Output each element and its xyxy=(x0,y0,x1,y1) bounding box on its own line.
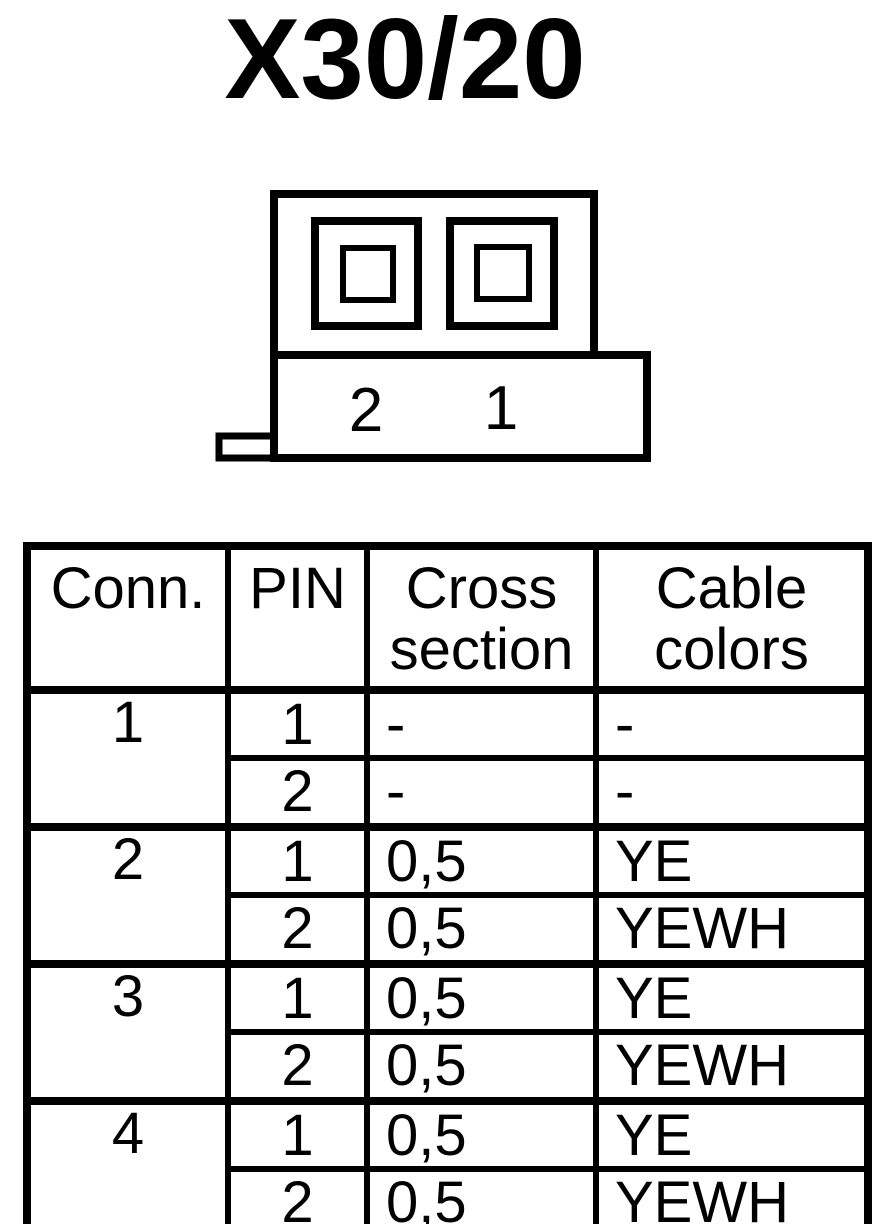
header-cable-colors: Cable colors xyxy=(593,543,871,694)
pin-cell: 1 xyxy=(225,1096,370,1173)
cross-section-cell: 0,5 xyxy=(364,1096,599,1173)
cavity-label-2: 2 xyxy=(349,376,383,445)
conn-cell-1: 1 xyxy=(24,686,231,830)
table-row-conn1-pin1: 1 1 - - xyxy=(24,685,871,830)
pin-cell: 1 xyxy=(225,822,370,899)
page-title: X30/20 xyxy=(224,0,586,123)
header-cross-line1: Cross xyxy=(405,556,558,621)
pin-cell: 2 xyxy=(225,892,370,967)
cavity-label-1: 1 xyxy=(484,374,518,443)
cable-color-cell: YE xyxy=(593,959,871,1036)
cross-section-cell: - xyxy=(364,755,599,830)
cable-color-cell: YE xyxy=(593,822,871,899)
pin-cell: 2 xyxy=(225,1166,370,1224)
table-row-conn2-pin2: 2 0,5 YEWH xyxy=(27,892,871,967)
pin-cell: 2 xyxy=(225,1029,370,1104)
pinout-table: Conn. PIN Cross section Cable colors 1 1… xyxy=(23,542,872,1224)
cross-section-cell: 0,5 xyxy=(364,822,599,899)
cable-color-cell: - xyxy=(593,685,871,762)
cable-color-cell: YEWH xyxy=(593,892,871,967)
header-cable-line2: colors xyxy=(654,617,809,683)
cross-section-cell: 0,5 xyxy=(364,1029,599,1104)
cross-section-cell: 0,5 xyxy=(364,892,599,967)
pin-cell: 2 xyxy=(225,755,370,830)
header-pin: PIN xyxy=(225,543,370,694)
connector-foot xyxy=(215,432,278,462)
table-row-conn2-pin1: 2 1 0,5 YE xyxy=(24,822,871,967)
cross-section-cell: 0,5 xyxy=(364,1166,599,1224)
header-cable-line1: Cable xyxy=(655,556,808,621)
table-row-conn3-pin2: 2 0,5 YEWH xyxy=(27,1029,871,1104)
cable-color-cell: YEWH xyxy=(593,1029,871,1104)
pin-cell: 1 xyxy=(225,685,370,762)
connector-base xyxy=(270,351,651,462)
pin-cell: 1 xyxy=(225,959,370,1036)
cable-color-cell: YEWH xyxy=(593,1166,871,1224)
table-row-conn4-pin1: 4 1 0,5 YE xyxy=(24,1096,871,1224)
cavity-2-terminal xyxy=(340,245,396,303)
connector-diagram: 2 1 xyxy=(215,190,651,462)
conn-cell-3: 3 xyxy=(24,959,231,1104)
header-conn: Conn. xyxy=(24,543,231,694)
table-row-conn3-pin1: 3 1 0,5 YE xyxy=(24,959,871,1104)
header-row: Conn. PIN Cross section Cable colors xyxy=(24,543,871,694)
header-cross-line2: section xyxy=(389,617,574,683)
cable-color-cell: YE xyxy=(593,1096,871,1173)
cross-section-cell: - xyxy=(364,685,599,762)
table-row-conn1-pin2: 2 - - xyxy=(27,755,871,830)
header-cross-section: Cross section xyxy=(364,543,599,694)
conn-cell-2: 2 xyxy=(24,822,231,967)
conn-cell-4: 4 xyxy=(24,1096,231,1224)
cable-color-cell: - xyxy=(593,755,871,830)
cavity-1-terminal xyxy=(474,244,532,302)
cross-section-cell: 0,5 xyxy=(364,959,599,1036)
table-row-conn4-pin2: 2 0,5 YEWH xyxy=(27,1166,871,1224)
